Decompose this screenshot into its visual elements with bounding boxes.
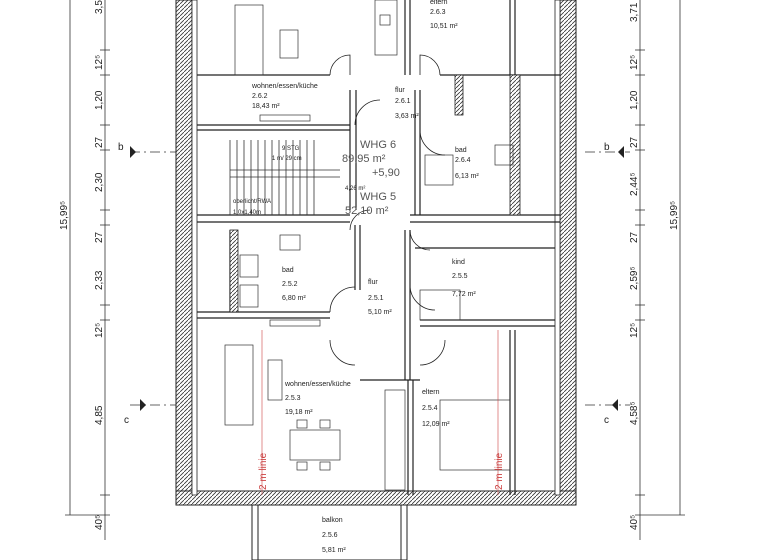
right-dimension-chain bbox=[635, 0, 685, 540]
dimension-label: 2,44⁵ bbox=[629, 172, 640, 196]
dimension-label: 1,20 bbox=[94, 90, 105, 110]
interior-walls bbox=[197, 0, 560, 495]
dimension-label: 2,30 bbox=[94, 172, 105, 192]
room-name: eltern bbox=[430, 0, 448, 6]
section-mark: b bbox=[604, 142, 610, 153]
outer-walls bbox=[175, 0, 577, 506]
room-name: bad bbox=[282, 267, 294, 274]
room-id: 2.5.1 bbox=[368, 295, 384, 302]
dimension-label: 2,59⁵ bbox=[629, 266, 640, 290]
total-dimension: 15,99⁵ bbox=[59, 201, 70, 230]
furniture bbox=[224, 0, 514, 491]
dimension-label: 12⁵ bbox=[629, 323, 640, 338]
room-area: 18,43 m² bbox=[252, 103, 280, 110]
dimension-label: 40⁵ bbox=[629, 515, 640, 530]
room-area: 19,18 m² bbox=[285, 409, 313, 416]
two-metre-line-label: 2 m linie bbox=[258, 452, 269, 490]
section-arrow bbox=[612, 399, 618, 411]
room-name: balkon bbox=[322, 517, 343, 524]
room-name: wohnen/essen/küche bbox=[251, 83, 318, 90]
room-area: 10,51 m² bbox=[430, 23, 458, 30]
room-id: 2.5.6 bbox=[322, 532, 338, 539]
room-id: 2.5.4 bbox=[422, 405, 438, 412]
stair-note: 1,0x1,40m bbox=[233, 210, 261, 216]
room-name: flur bbox=[368, 279, 378, 286]
stair-label: 9 STG bbox=[282, 146, 300, 152]
room-id: 2.5.5 bbox=[452, 273, 468, 280]
room-id: 2.5.3 bbox=[285, 395, 301, 402]
two-metre-line-label: 2 m linie bbox=[494, 452, 505, 490]
room-name: bad bbox=[455, 147, 467, 154]
dimension-label: 2,33 bbox=[94, 270, 105, 290]
dimension-label: 12⁵ bbox=[629, 55, 640, 70]
room-area: 5,10 m² bbox=[368, 309, 392, 316]
section-arrow bbox=[618, 146, 624, 158]
dimension-label: 27 bbox=[94, 136, 105, 148]
room-id: 2.6.3 bbox=[430, 9, 446, 16]
room-area: 7,72 m² bbox=[452, 291, 476, 298]
dimension-label: 27 bbox=[629, 231, 640, 243]
wall-block bbox=[229, 229, 239, 313]
section-mark: c bbox=[124, 415, 129, 426]
section-mark: c bbox=[604, 415, 609, 426]
stair-sub: 1 m/ 29 cm bbox=[272, 156, 302, 162]
room-area: 6,80 m² bbox=[282, 295, 306, 302]
section-mark: b bbox=[118, 142, 124, 153]
staircase bbox=[229, 140, 340, 215]
room-name: eltern bbox=[422, 389, 440, 396]
dimension-label: 12⁵ bbox=[94, 55, 105, 70]
dimension-label: 3,5 bbox=[94, 0, 105, 14]
unit-name: WHG 6 bbox=[360, 139, 396, 151]
left-dimension-chain bbox=[65, 0, 110, 540]
dimension-label: 1,20 bbox=[629, 90, 640, 110]
wall-block bbox=[454, 74, 464, 116]
total-dimension: 15,99⁵ bbox=[669, 201, 680, 230]
unit-name: WHG 5 bbox=[360, 191, 396, 203]
room-area: 12,09 m² bbox=[422, 421, 450, 428]
balcony bbox=[251, 504, 408, 560]
unit-level: +5,90 bbox=[372, 167, 400, 179]
room-area: 5,81 m² bbox=[322, 547, 346, 554]
section-arrow bbox=[140, 399, 146, 411]
room-id: 2.6.4 bbox=[455, 157, 471, 164]
dimension-label: 27 bbox=[629, 136, 640, 148]
room-name: wohnen/essen/küche bbox=[284, 381, 351, 388]
dimension-label: 40⁵ bbox=[94, 515, 105, 530]
stair-note: oberlicht/RWA bbox=[233, 199, 271, 205]
section-arrow bbox=[130, 146, 136, 158]
dimension-label: 3,71 bbox=[629, 2, 640, 22]
room-area: 3,63 m² bbox=[395, 113, 419, 120]
room-name: kind bbox=[452, 259, 465, 266]
room-id: 2.6.2 bbox=[252, 93, 268, 100]
room-name: flur bbox=[395, 87, 405, 94]
unit-area: 89,95 m² bbox=[342, 153, 386, 165]
stair-area: 4,26 m² bbox=[345, 186, 365, 192]
room-area: 6,13 m² bbox=[455, 173, 479, 180]
dimension-label: 27 bbox=[94, 231, 105, 243]
room-id: 2.5.2 bbox=[282, 281, 298, 288]
dimension-label: 4,85 bbox=[94, 405, 105, 425]
room-id: 2.6.1 bbox=[395, 98, 411, 105]
dimension-label: 12⁵ bbox=[94, 323, 105, 338]
dimension-label: 4,58⁵ bbox=[629, 401, 640, 425]
unit-area: 52,10 m² bbox=[345, 205, 389, 217]
